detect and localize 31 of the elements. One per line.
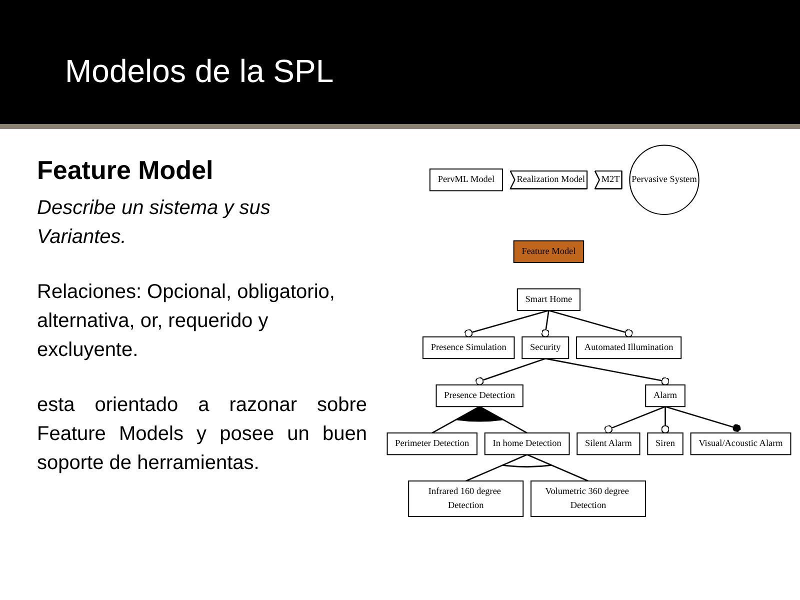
node-box: Volumetric 360 degree Detection xyxy=(530,480,646,517)
connector xyxy=(541,310,550,338)
slide-title: Modelos de la SPL xyxy=(65,52,334,90)
node-box: Automated Illumination xyxy=(576,336,682,360)
connector xyxy=(464,310,549,338)
node-box: Siren xyxy=(647,432,684,456)
node-box: Feature Model xyxy=(513,240,584,263)
relations-text: Relaciones: Opcional, obligatorio, alternativa, or, requerido y excluyente. xyxy=(37,280,336,363)
node-box: Visual/Acoustic Alarm xyxy=(690,432,792,456)
connector xyxy=(545,358,670,386)
node-box: Presence Detection xyxy=(436,384,524,408)
node-box: Silent Alarm xyxy=(576,432,640,456)
node-box: Smart Home xyxy=(516,288,580,312)
section-heading: Feature Model xyxy=(37,154,214,187)
connector xyxy=(661,406,670,434)
node-box: Infrared 160 degree Detection xyxy=(408,480,524,517)
connector xyxy=(466,454,528,482)
node-box: Security xyxy=(522,336,570,360)
connector xyxy=(475,358,546,386)
node-circle: Pervasive System xyxy=(629,144,700,215)
node-box: In home Detection xyxy=(484,432,570,456)
connector xyxy=(665,406,741,432)
node-box: Presence Simulation xyxy=(422,336,515,360)
connector xyxy=(604,406,666,434)
description-text: Describe un sistema y sus Variantes. xyxy=(37,196,272,250)
node-box: PervML Model xyxy=(429,168,503,192)
node-box: Alarm xyxy=(645,384,686,408)
connector xyxy=(526,454,589,482)
connector xyxy=(548,310,633,338)
node-box: Perimeter Detection xyxy=(386,432,478,456)
body-text: esta orientado a razonar sobre Feature Models y posee un buen soporte de herramientas. xyxy=(37,392,367,476)
